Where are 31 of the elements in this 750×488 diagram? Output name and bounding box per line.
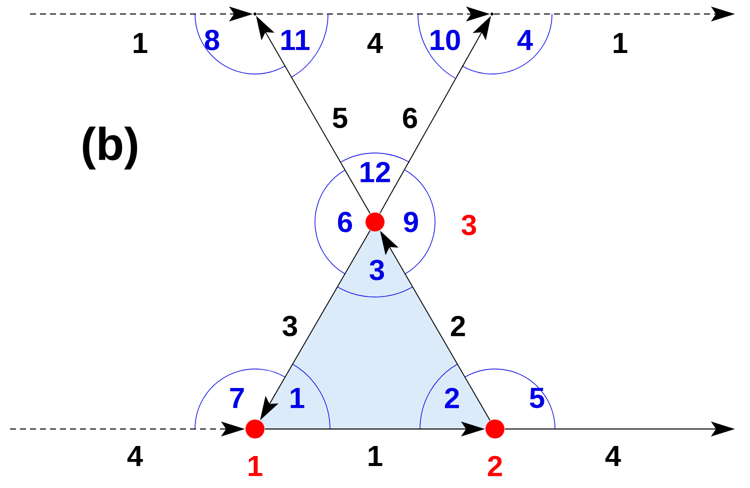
angle-number: 3 [370,260,384,280]
edge-label: 4 [126,445,144,467]
edge-label: 1 [366,445,384,467]
vertex-number: 1 [248,456,262,476]
edge-label: 5 [330,106,350,130]
edge-label: 1 [610,32,630,54]
vertex-dot [486,420,504,438]
angle-number: 1 [290,388,304,408]
vertex-number: 3 [462,214,476,236]
edge-label: 2 [448,314,468,338]
vertex-dot [246,420,264,438]
vertex-number: 2 [488,456,502,476]
angle-number: 7 [230,388,244,408]
vertex-dot [366,212,384,232]
angle-number: 8 [204,30,220,50]
angle-number: 9 [404,212,418,232]
line-junction [490,12,494,16]
angle-number: 11 [282,30,310,50]
line-junction [254,12,256,16]
edge-label: 4 [604,445,622,467]
angle-number: 2 [444,388,459,408]
edge-label: 1 [130,32,150,54]
angle-number: 4 [517,30,533,50]
edge-label: 3 [280,314,300,338]
angle-number: 5 [530,388,544,408]
edge-label: 6 [400,106,420,130]
panel-label: (b) [82,126,138,170]
edge-label: 4 [366,32,384,54]
angle-number: 12 [360,162,390,182]
angle-number: 6 [338,212,352,232]
angle-number: 10 [430,30,460,50]
